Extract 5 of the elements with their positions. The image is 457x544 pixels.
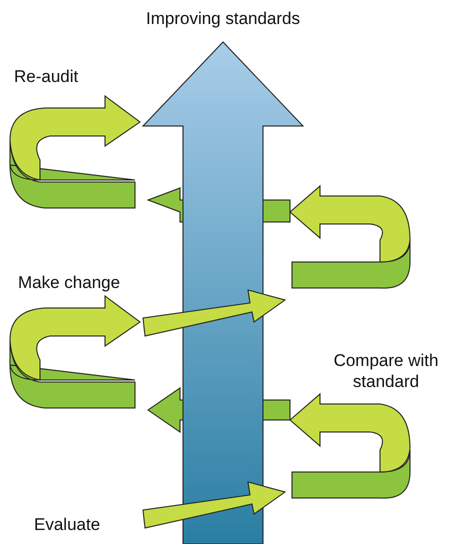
step-label: Compare with standard — [332, 350, 440, 392]
step-label: Make change — [18, 272, 120, 293]
diagram-title: Improving standards — [144, 8, 302, 29]
step-label: Re-audit — [14, 66, 78, 87]
step-label: Evaluate — [34, 514, 100, 535]
